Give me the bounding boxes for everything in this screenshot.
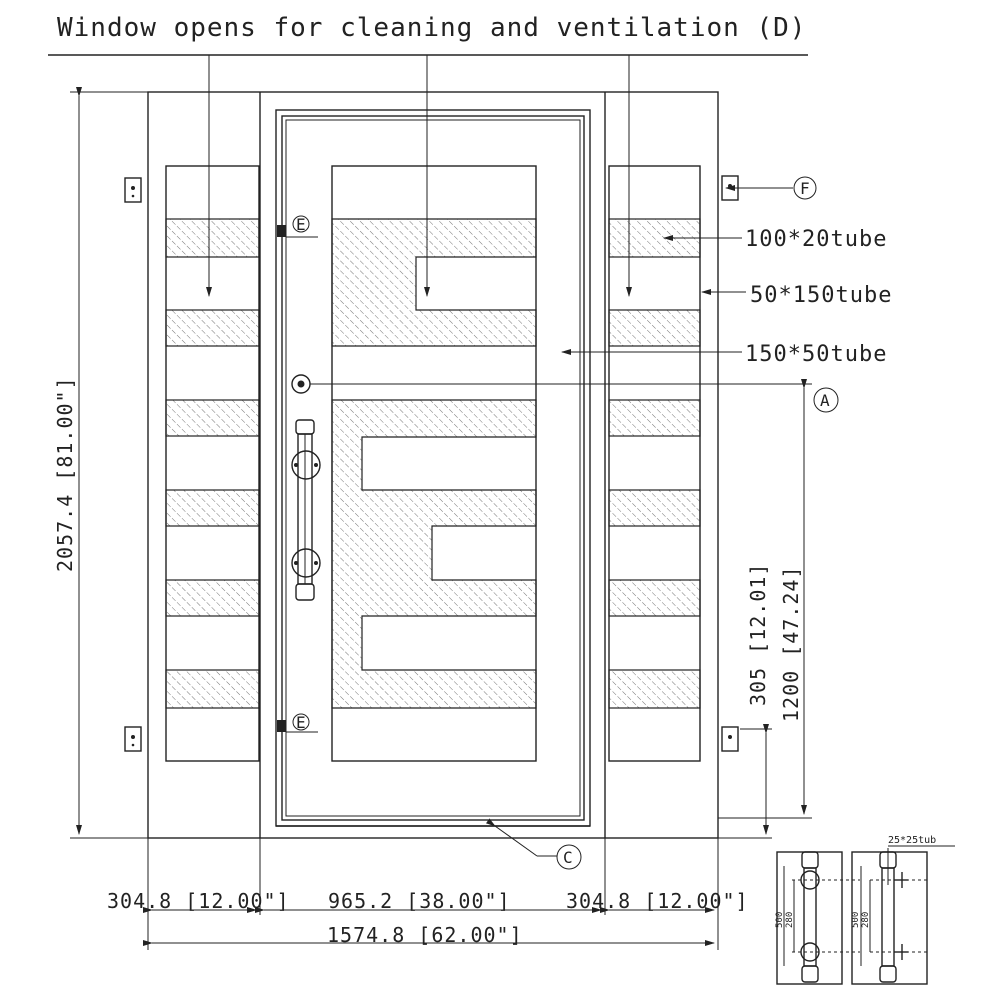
label-100x20-tube: 100*20tube: [745, 227, 887, 252]
handle-dim-inner-side: 280: [861, 912, 871, 928]
hinge-pin: [728, 184, 732, 188]
door-leaf: [281, 115, 585, 821]
hinge-left-top: [124, 177, 142, 203]
marker-c: [556, 844, 582, 870]
marker-c-label: C: [563, 848, 573, 867]
dim-height-total: 2057.4 [81.00"]: [53, 376, 77, 572]
right-sidelight-panel: [608, 165, 701, 762]
handle-dim-outer-side: 500: [851, 912, 861, 928]
leader-line: [485, 818, 538, 857]
left-sidelight-panel: [165, 165, 260, 762]
door-leaf-inner: [285, 119, 581, 817]
dim-width-total: 1574.8 [62.00"]: [327, 923, 523, 947]
hinge-right-bottom: [721, 726, 739, 752]
marker-a: [813, 387, 839, 413]
label-50x150-tube: 50*150tube: [750, 283, 892, 308]
door-center-panel: [331, 165, 537, 762]
marker-f: [793, 176, 817, 200]
dim-width-door: 965.2 [38.00"]: [328, 889, 511, 913]
outer-frame: [147, 91, 719, 839]
pull-handle: [291, 419, 321, 601]
dim-height-lock: 1200 [47.24]: [779, 566, 803, 723]
marker-a-label: A: [820, 391, 830, 410]
door-hinge-bottom: [277, 720, 286, 732]
lock-cylinder-core: [297, 380, 305, 388]
marker-e-bottom: [292, 713, 310, 731]
door-hinge-top: [277, 225, 286, 237]
hinge-pin: [728, 735, 732, 739]
marker-e-top-label: E: [296, 215, 306, 234]
handle-dim-outer-front: 500: [775, 912, 785, 928]
label-25x25-tube: 25*25tub: [888, 835, 936, 846]
marker-f-label: F: [800, 179, 810, 198]
dim-width-right: 304.8 [12.00"]: [566, 889, 749, 913]
drawing-title: Window opens for cleaning and ventilatio…: [57, 13, 806, 43]
dim-width-left: 304.8 [12.00"]: [107, 889, 290, 913]
door-frame: [275, 109, 591, 827]
hinge-pin: [131, 186, 135, 190]
marker-e-top: [292, 215, 310, 233]
hinge-pin: [131, 743, 135, 747]
handle-dim-inner-front: 280: [785, 912, 795, 928]
label-150x50-tube: 150*50tube: [745, 342, 887, 367]
marker-e-bottom-label: E: [296, 713, 306, 732]
handle-detail-front: [776, 851, 860, 985]
dim-height-bottom: 305 [12.01]: [746, 563, 770, 706]
hinge-pin: [131, 735, 135, 739]
hinge-left-bottom: [124, 726, 142, 752]
hinge-pin: [131, 194, 135, 198]
